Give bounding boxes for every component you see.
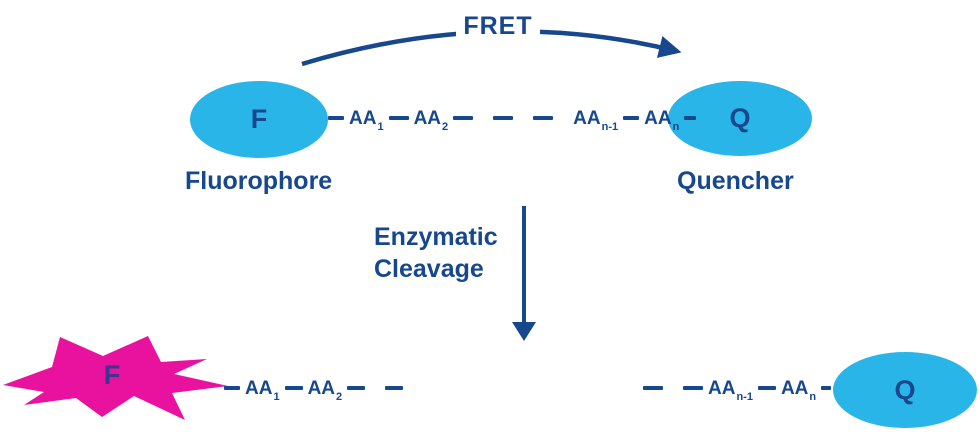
- chain-dash: [684, 116, 697, 120]
- chain-dash: [224, 386, 240, 390]
- enzymatic-cleavage-line2: Cleavage: [374, 255, 484, 283]
- enzymatic-cleavage-label: Enzymatic Cleavage: [374, 221, 498, 285]
- fluorophore-ellipse: F: [190, 81, 328, 158]
- chain-ellipsis-dash: [493, 116, 514, 120]
- chain-dash: [347, 386, 366, 390]
- star-shape: [3, 336, 228, 420]
- chain-dash: [757, 386, 776, 390]
- chain-dash: [623, 116, 640, 120]
- cleaved-quencher-letter: Q: [894, 374, 916, 405]
- chain-ellipsis-dash: [385, 386, 404, 390]
- chain-ellipsis-dash: [533, 116, 554, 120]
- chain-dash: [683, 386, 703, 390]
- chain-dash: [453, 116, 474, 120]
- chain-ellipsis-dash: [643, 386, 663, 390]
- quencher-caption: Quencher: [677, 167, 794, 195]
- chain-dash: [821, 386, 832, 390]
- chain-dash: [284, 386, 303, 390]
- enzymatic-cleavage-line1: Enzymatic: [374, 223, 498, 251]
- fluorophore-letter: F: [250, 104, 268, 134]
- chain-dash: [388, 116, 409, 120]
- quencher-letter: Q: [729, 103, 751, 133]
- fret-label: FRET: [456, 11, 540, 42]
- chain-dash: [328, 116, 344, 120]
- cleaved-quencher-ellipse: Q: [833, 352, 977, 428]
- cleaved-fluorophore-letter: F: [103, 360, 121, 390]
- down-arrow-head: [512, 322, 536, 341]
- fluorophore-caption: Fluorophore: [185, 167, 333, 195]
